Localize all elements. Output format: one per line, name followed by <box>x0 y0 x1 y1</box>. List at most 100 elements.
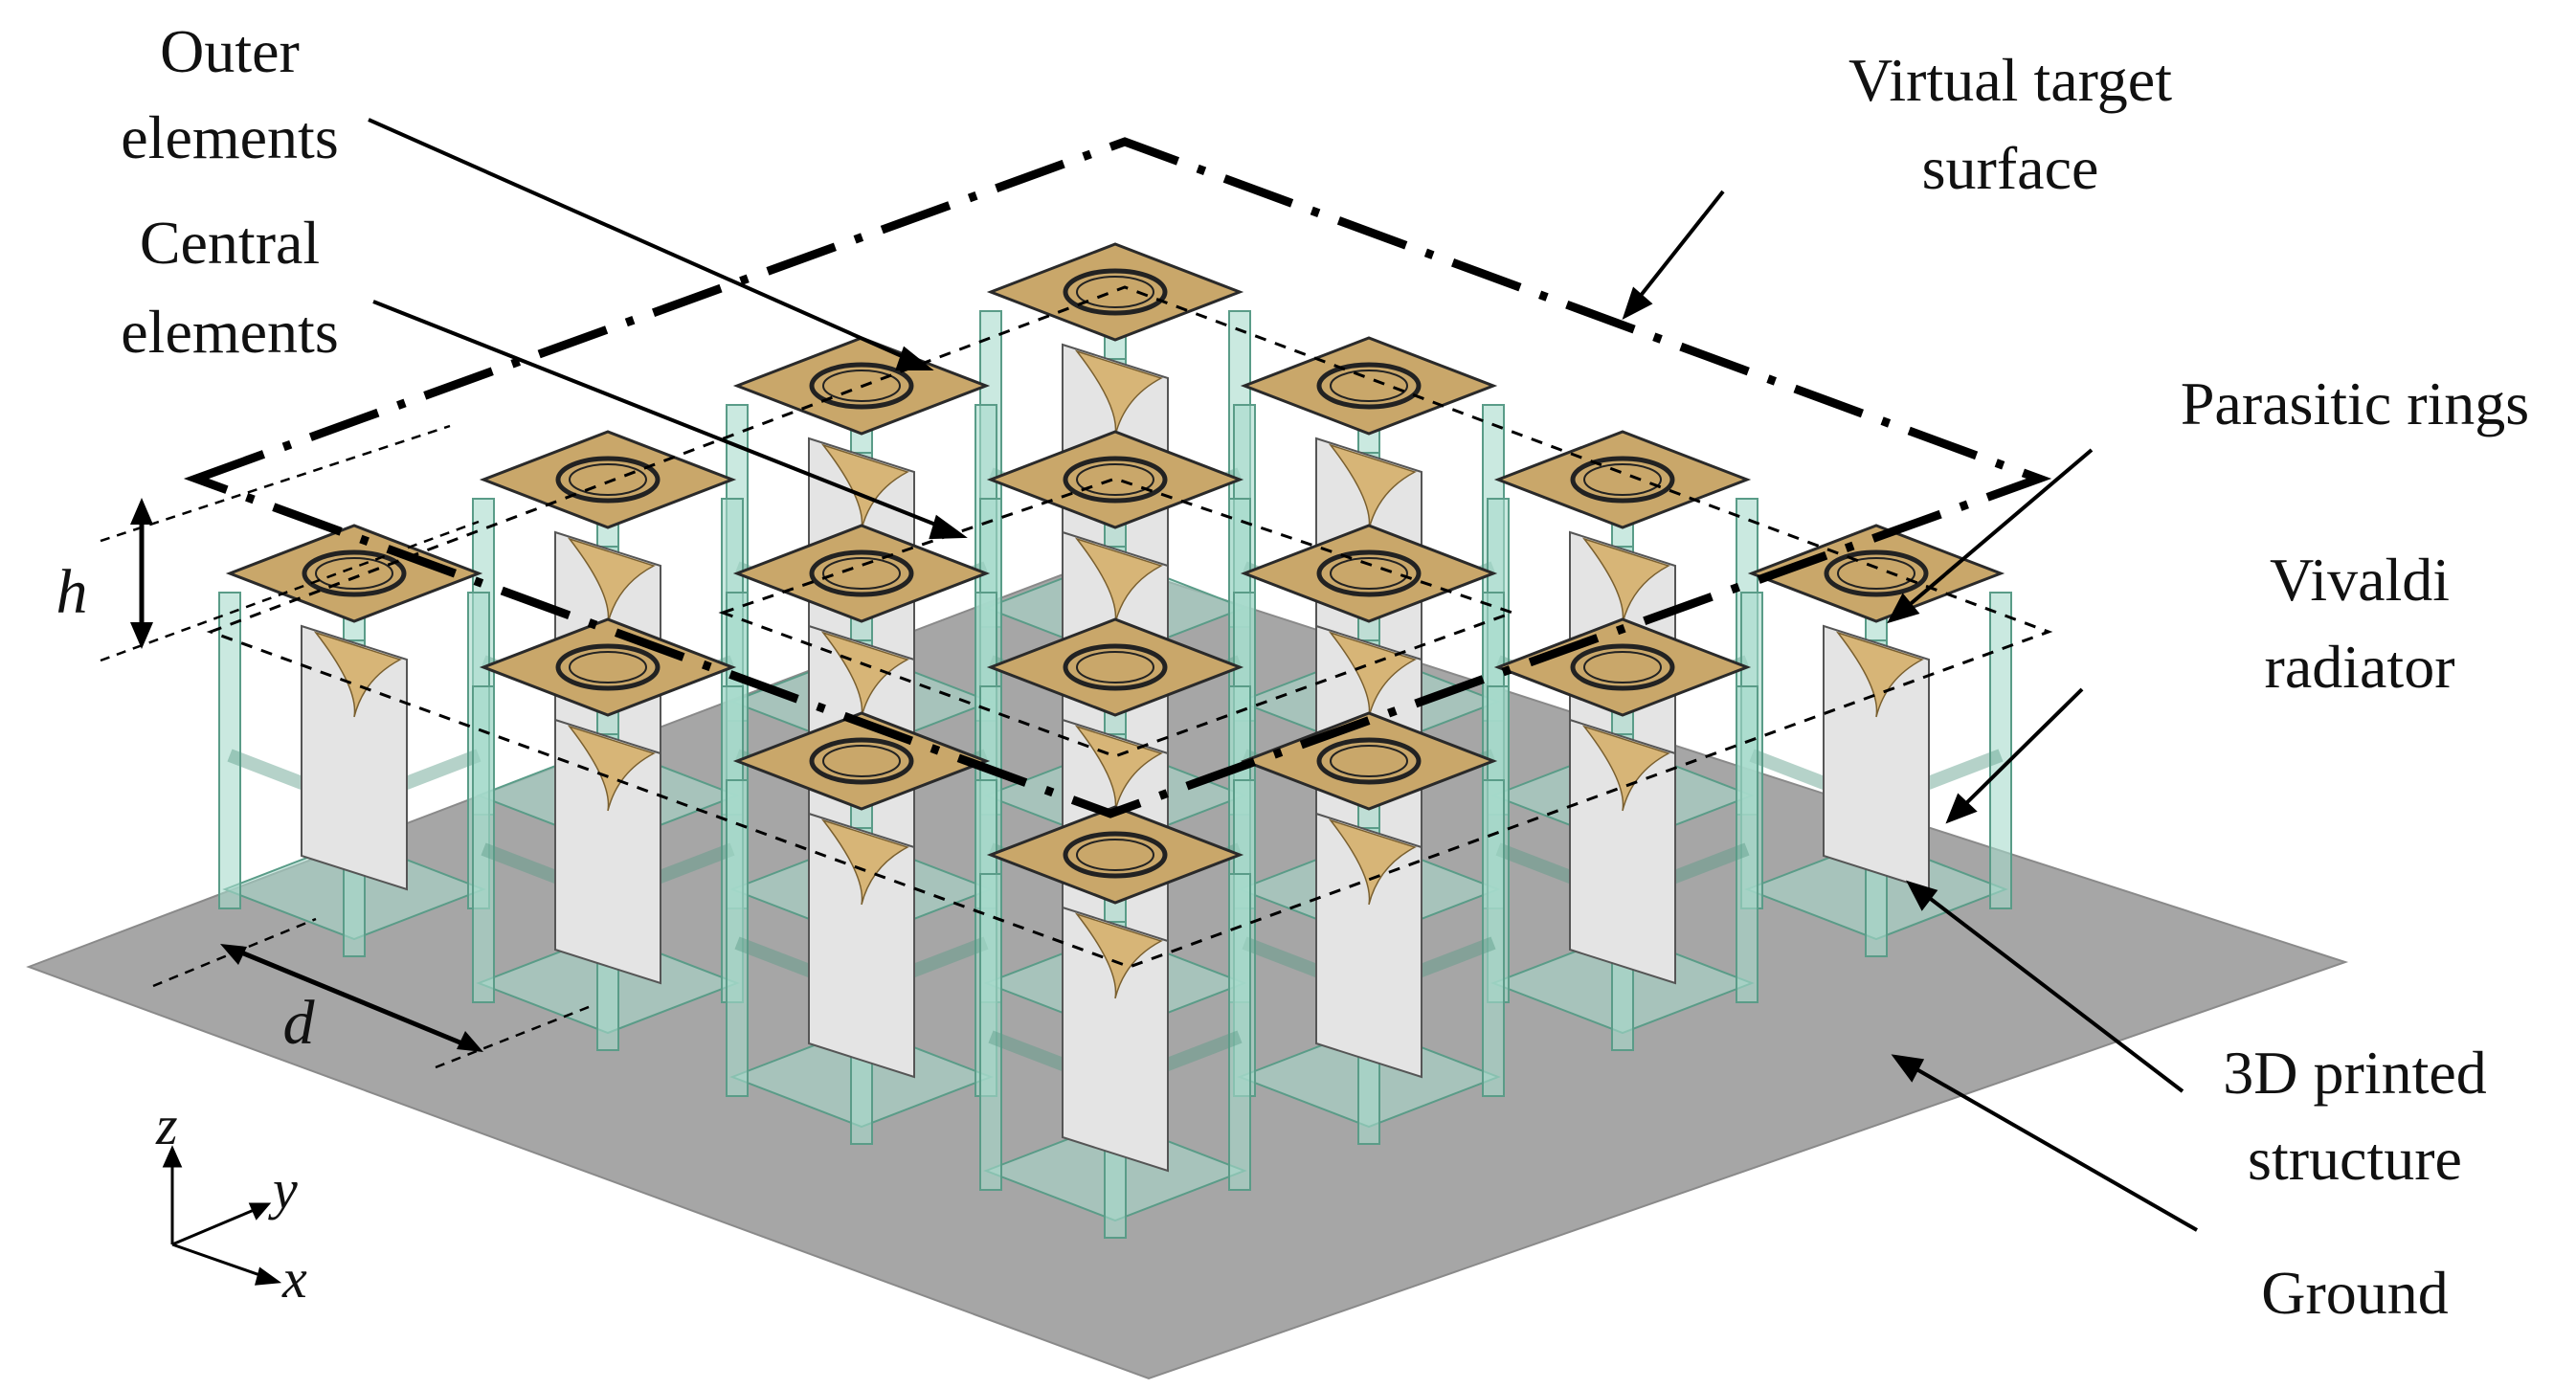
leader-vivaldi <box>1956 687 2084 814</box>
parasitic-ring-inner <box>1330 557 1408 590</box>
parasitic-ring-inner <box>822 557 901 590</box>
array-element <box>979 805 1251 1239</box>
parasitic-ring-inner <box>822 370 901 402</box>
parasitic-ring-inner <box>1837 557 1915 590</box>
patch <box>1240 336 1498 436</box>
array-elements <box>218 242 2012 1239</box>
parasitic-ring-inner <box>822 745 901 777</box>
vivaldi-flare <box>1581 725 1670 812</box>
frame-leg <box>1482 779 1505 1097</box>
leader-outer-elements <box>368 118 920 366</box>
vivaldi-radiator <box>1062 906 1169 1173</box>
frame-leg <box>1228 873 1251 1191</box>
patch <box>986 242 1244 342</box>
annotation-labels: Outer elements Central elements Virtual … <box>56 17 2530 1327</box>
parasitic-ring <box>1316 737 1422 785</box>
patch <box>986 805 1244 905</box>
vivaldi-label-line2: radiator <box>2265 633 2455 701</box>
printed-structure-label-line2: structure <box>2248 1125 2462 1193</box>
frame-leg <box>726 779 749 1097</box>
spacing-label: d <box>283 988 316 1058</box>
vivaldi-flare <box>313 631 402 718</box>
vivaldi-radiator <box>1569 718 1676 985</box>
parasitic-ring-inner <box>1330 745 1408 777</box>
parasitic-ring-inner <box>1076 276 1154 308</box>
parasitic-ring-inner <box>1583 651 1662 683</box>
parasitic-ring <box>1063 268 1168 316</box>
patch <box>1240 711 1498 811</box>
vivaldi-flare <box>1835 631 1924 718</box>
frame-leg <box>979 873 1002 1191</box>
patch <box>732 524 991 623</box>
height-label: h <box>56 557 88 627</box>
axis-triad <box>162 1145 282 1286</box>
leader-parasitic-rings <box>1898 448 2094 615</box>
frame-leg <box>1989 592 2012 909</box>
array-element <box>726 711 997 1145</box>
parasitic-ring-inner <box>1076 463 1154 496</box>
vivaldi-flare <box>567 725 656 812</box>
parasitic-ring <box>1316 362 1422 410</box>
vivaldi-flare <box>1074 912 1163 999</box>
ground-label: Ground <box>2261 1259 2449 1327</box>
leader-central-elements <box>372 300 953 533</box>
outer-elements-label-line2: elements <box>121 103 338 171</box>
patch <box>1747 524 2005 623</box>
array-element <box>1740 524 2012 957</box>
parasitic-ring-inner <box>1583 463 1662 496</box>
central-elements-outline <box>718 477 1517 758</box>
patch <box>479 617 737 717</box>
leader-printed-structure <box>1917 888 2184 1093</box>
patch <box>732 711 991 811</box>
axis-x-label: x <box>281 1247 307 1310</box>
parasitic-ring <box>809 549 914 597</box>
central-elements-label-line2: elements <box>121 298 338 366</box>
outer-elements-outline <box>206 285 2053 969</box>
vivaldi-flare <box>820 818 909 906</box>
parasitic-ring <box>302 549 407 597</box>
parasitic-ring <box>1316 549 1422 597</box>
patch <box>1493 617 1752 717</box>
axis-z-label: z <box>155 1094 178 1156</box>
parasitic-ring <box>1570 643 1675 691</box>
patch <box>986 617 1244 717</box>
vivaldi-label-line1: Vivaldi <box>2270 546 2450 614</box>
array-element <box>218 524 490 957</box>
patch <box>479 430 737 529</box>
array-element <box>1487 617 1758 1051</box>
parasitic-ring <box>1063 831 1168 879</box>
printed-structure-label-line1: 3D printed <box>2223 1039 2487 1107</box>
parasitic-ring <box>1063 643 1168 691</box>
virtual-target-label-line2: surface <box>1922 134 2099 202</box>
vivaldi-radiator <box>1315 812 1422 1079</box>
parasitic-ring <box>809 737 914 785</box>
frame-leg <box>472 685 495 1003</box>
patch <box>1493 430 1752 529</box>
vivaldi-radiator <box>554 718 661 985</box>
parasitic-ring <box>1063 456 1168 504</box>
parasitic-ring-inner <box>315 557 393 590</box>
vivaldi-flare <box>1328 818 1417 906</box>
spacing-dimension <box>152 917 594 1069</box>
height-dimension <box>100 424 480 662</box>
leader-ground <box>1904 1061 2198 1232</box>
parasitic-ring-inner <box>1076 651 1154 683</box>
parasitic-ring <box>809 362 914 410</box>
parasitic-ring-inner <box>1330 370 1408 402</box>
leader-virtual-target <box>1630 190 1725 308</box>
frame-leg <box>1736 685 1758 1003</box>
parasitic-ring-inner <box>1076 839 1154 871</box>
parasitic-ring <box>1570 456 1675 504</box>
parasitic-ring <box>555 456 661 504</box>
parasitic-ring-inner <box>569 651 647 683</box>
vivaldi-radiator <box>808 812 915 1079</box>
parasitic-ring <box>555 643 661 691</box>
virtual-target-surface <box>183 137 2052 818</box>
patch <box>1240 524 1498 623</box>
outer-elements-label-line1: Outer <box>160 17 300 85</box>
central-elements-label-line1: Central <box>140 209 320 277</box>
axis-y-label: y <box>268 1158 298 1221</box>
parasitic-ring <box>1824 549 1929 597</box>
patch <box>225 524 483 623</box>
parasitic-rings-label: Parasitic rings <box>2181 370 2529 437</box>
